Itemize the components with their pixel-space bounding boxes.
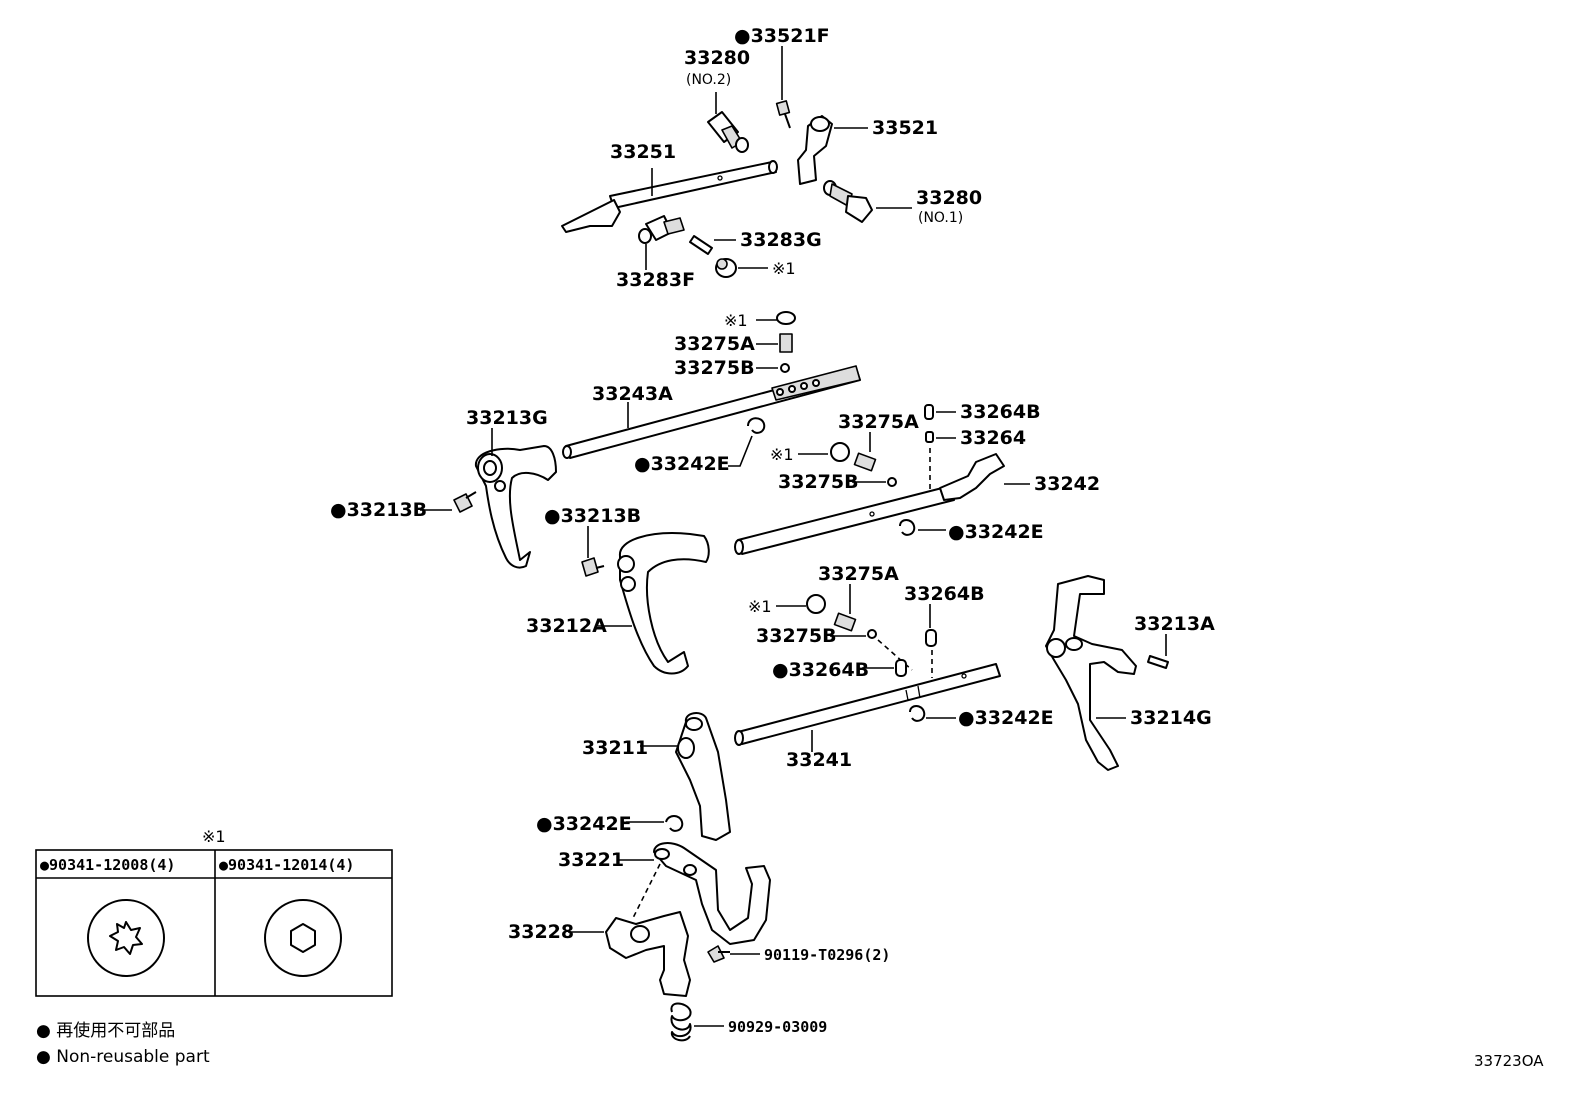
- label-33280-no2: 33280: [684, 47, 750, 69]
- label-33241: 33241: [786, 749, 852, 771]
- label-33242E-c: ●33242E: [958, 707, 1054, 729]
- bracket-33228: [605, 911, 691, 997]
- label-33275A-a: 33275A: [674, 333, 755, 355]
- label-33275A-c: 33275A: [818, 563, 899, 585]
- bolt-33521F: [775, 100, 791, 129]
- label-33242E-b: ●33242E: [948, 521, 1044, 543]
- label-33213B-a: ●33213B: [330, 499, 427, 521]
- label-33521F: ●33521F: [734, 25, 830, 47]
- spring-33283G: [689, 235, 713, 255]
- fork-33214G: [1045, 575, 1137, 771]
- label-90929: 90929-03009: [728, 1018, 827, 1036]
- fork-33213G: [474, 445, 557, 569]
- plug-mark1-top: [715, 258, 737, 278]
- label-33275B-b: 33275B: [778, 471, 859, 493]
- shaft-33251: [561, 160, 778, 233]
- table-col1-header: ●90341-12008(4): [40, 856, 175, 874]
- part-labels: ●33521F 33280 (NO.2) 33521 33251 33280 (…: [330, 25, 1215, 1036]
- label-33212A: 33212A: [526, 615, 607, 637]
- shaft-33241: [734, 663, 1001, 746]
- label-33275B-a: 33275B: [674, 357, 755, 379]
- label-33521: 33521: [872, 117, 938, 139]
- ball-33264: [925, 431, 934, 443]
- label-33280-no1: 33280: [916, 187, 982, 209]
- legend-line-jp: ● 再使用不可部品: [36, 1020, 175, 1041]
- table-mark: ※1: [202, 827, 226, 846]
- label-33275A-b: 33275A: [838, 411, 919, 433]
- legend: ● 再使用不可部品 ● Non-reusable part: [36, 1020, 210, 1067]
- label-mark1-c: ※1: [770, 445, 794, 464]
- mark1-table: ※1 ●90341-12008(4) ●90341-12014(4): [35, 827, 393, 997]
- ball-33264B-c: [895, 659, 907, 677]
- label-33242E-a: ●33242E: [634, 453, 730, 475]
- torx-plug-icon: [87, 899, 165, 977]
- label-mark1-b: ※1: [724, 311, 748, 330]
- detent-stack-b: [830, 442, 897, 487]
- ball-33264B-a: [924, 404, 934, 420]
- label-33221: 33221: [558, 849, 624, 871]
- label-33283G: 33283G: [740, 229, 822, 251]
- label-33211: 33211: [582, 737, 648, 759]
- clip-33242E-a: [747, 417, 766, 434]
- clip-33242E-b: [899, 519, 916, 536]
- label-33264B-b: 33264B: [904, 583, 985, 605]
- hex-plug-icon: [264, 899, 342, 977]
- leader-lines: [420, 46, 1167, 1027]
- label-33214G: 33214G: [1130, 707, 1212, 729]
- label-33275B-c: 33275B: [756, 625, 837, 647]
- label-33280-no1-sub: (NO.1): [918, 210, 963, 226]
- shaft-33243A: [562, 365, 861, 459]
- lever-33521: [797, 115, 833, 185]
- detent-stack-a: [776, 311, 796, 373]
- bolt-33283F: [638, 215, 685, 244]
- table-col2-header: ●90341-12014(4): [219, 856, 354, 874]
- label-mark1-d: ※1: [748, 597, 772, 616]
- shaft-33242: [734, 453, 1005, 555]
- legend-line-en: ● Non-reusable part: [36, 1047, 210, 1067]
- label-mark1-a: ※1: [772, 259, 796, 278]
- label-33243A: 33243A: [592, 383, 673, 405]
- label-33280-no2-sub: (NO.2): [686, 72, 731, 88]
- bolt-90119: [707, 945, 730, 963]
- clip-33242E-c: [909, 705, 926, 722]
- label-33242E-d: ●33242E: [536, 813, 632, 835]
- pin-33213A: [1147, 655, 1169, 669]
- plug-33280-no1: [823, 180, 873, 223]
- label-33213G: 33213G: [466, 407, 548, 429]
- spring-90929: [670, 1002, 692, 1042]
- clip-33242E-d: [665, 815, 684, 832]
- fork-33212A: [617, 532, 710, 675]
- label-90119: 90119-T0296(2): [764, 946, 890, 964]
- label-33213B-b: ●33213B: [544, 505, 641, 527]
- label-33264B-a: 33264B: [960, 401, 1041, 423]
- label-33213A: 33213A: [1134, 613, 1215, 635]
- label-33242: 33242: [1034, 473, 1100, 495]
- part-shapes: [453, 100, 1169, 1042]
- lever-33221: [653, 842, 771, 945]
- drawing-code: 33723OA: [1474, 1052, 1544, 1070]
- arm-33211: [675, 712, 731, 841]
- label-33251: 33251: [610, 141, 676, 163]
- plug-33280-no2: [707, 111, 749, 153]
- label-33228: 33228: [508, 921, 574, 943]
- label-33264B-c: ●33264B: [772, 659, 869, 681]
- ball-33264B-b: [925, 629, 937, 647]
- label-33264: 33264: [960, 427, 1026, 449]
- detent-stack-c: [806, 594, 877, 639]
- bolt-33213B-mid: [581, 557, 605, 577]
- bolt-33213B-left: [453, 491, 477, 513]
- label-33283F: 33283F: [616, 269, 695, 291]
